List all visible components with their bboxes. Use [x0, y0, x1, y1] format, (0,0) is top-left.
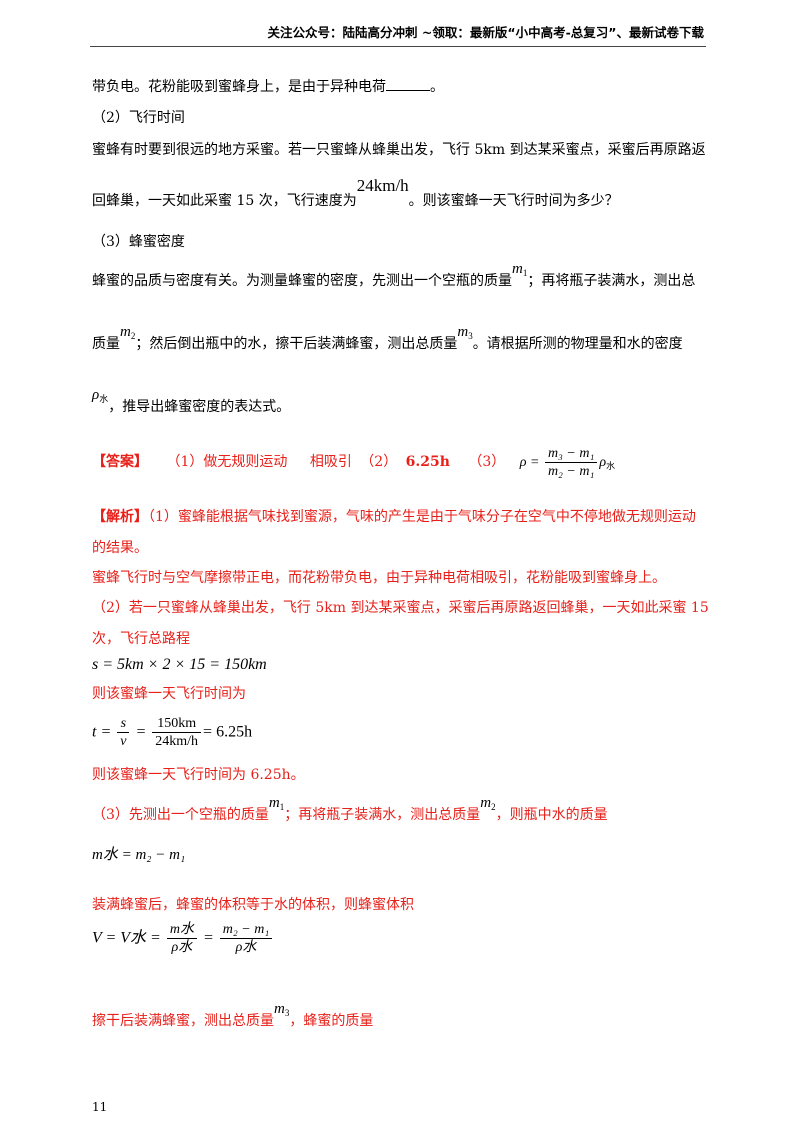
text: 。 — [430, 79, 444, 95]
symbol-m2: m2 — [480, 795, 496, 812]
symbol-m3: m3 — [274, 1001, 290, 1018]
equation-distance: s = 5km × 2 × 15 = 150km — [92, 656, 267, 673]
part3-line-2: 质量m2；然后倒出瓶中的水，擦干后装满蜂蜜，测出总质量m3。请根据所测的物理量和… — [92, 324, 683, 354]
answer-2: 相吸引 — [309, 454, 352, 471]
analysis-line-5: 次，飞行总路程 — [92, 631, 190, 647]
text: ；再将瓶子装满水，测出总质量 — [284, 807, 481, 823]
equation-water-mass: m水 = m₂ − m₁ — [92, 847, 186, 863]
part2-line-2: 回蜂巢，一天如此采蜜 15 次，飞行速度为24km/h。则该蜜蜂一天飞行时间为多… — [92, 176, 619, 210]
part2-line-1: 蜜蜂有时要到很远的地方采蜜。若一只蜜蜂从蜂巢出发，飞行 5km 到达某采蜜点，采… — [92, 142, 706, 158]
equation-volume: V = V水 = m水 ρ水 = m₂ − m₁ ρ水 — [92, 922, 274, 956]
text: 质量 — [92, 336, 120, 352]
analysis-line-2: 的结果。 — [92, 540, 148, 556]
part3-title: （3）蜂蜜密度 — [92, 234, 185, 250]
text: 。则该蜜蜂一天飞行时间为多少？ — [408, 193, 619, 209]
fraction-mass-diff-over-density: m₂ − m₁ ρ水 — [219, 922, 273, 956]
symbol-m1: m1 — [512, 261, 528, 278]
question-line-1: 带负电。花粉能吸到蜜蜂身上，是由于异种电荷 。 — [92, 78, 444, 96]
equation-time: t = s v = 150km 24km/h = 6.25h — [92, 716, 253, 750]
symbol-rho-water: ρ水 — [92, 387, 109, 404]
answer-3: （2） — [360, 454, 398, 471]
text: 擦干后装满蜂蜜，测出总质量 — [92, 1013, 274, 1029]
analysis-label: 【解析】 — [92, 509, 148, 525]
answer-4: 6.25h — [405, 454, 450, 471]
answer-formula: ρ = m₃ − m₁ m₂ − m₁ ρ水 — [519, 446, 616, 480]
part3-line-3: ρ水，推导出蜂蜜密度的表达式。 — [92, 387, 291, 417]
text: ；再将瓶子装满水，测出总 — [527, 273, 696, 289]
speed-value: 24km/h — [356, 176, 409, 195]
text: 蜂蜜的品质与密度有关。为测量蜂蜜的密度，先测出一个空瓶的质量 — [92, 273, 512, 289]
part3-line-1: 蜂蜜的品质与密度有关。为测量蜂蜜的密度，先测出一个空瓶的质量m1；再将瓶子装满水… — [92, 261, 696, 291]
fraction-distance-over-speed: 150km 24km/h — [152, 716, 202, 750]
header-text: 关注公众号：陆陆高分冲刺 ~领取：最新版“小中高考-总复习”、最新试卷下载 — [267, 25, 704, 40]
text: 带负电。花粉能吸到蜜蜂身上，是由于异种电荷 — [92, 79, 386, 95]
header-divider — [90, 46, 706, 47]
page-number: 11 — [92, 1100, 108, 1114]
analysis-line-6: 则该蜜蜂一天飞行时间为 — [92, 686, 246, 702]
text: （3）先测出一个空瓶的质量 — [92, 807, 269, 823]
analysis-line-4: （2）若一只蜜蜂从蜂巢出发，飞行 5km 到达某采蜜点，采蜜后再原路返回蜂巢，一… — [92, 600, 709, 616]
answer-5: （3） — [468, 454, 506, 471]
analysis-line-7: 则该蜜蜂一天飞行时间为 6.25h。 — [92, 767, 305, 783]
fraction-s-over-v: s v — [117, 716, 130, 750]
text: （1）蜜蜂能根据气味找到蜜源，气味的产生是由于气味分子在空气中不停地做无规则运动 — [148, 509, 696, 525]
analysis-line-3: 蜜蜂飞行时与空气摩擦带正电，而花粉带负电，由于异种电荷相吸引，花粉能吸到蜜蜂身上… — [92, 570, 666, 586]
text: 回蜂巢，一天如此采蜜 15 次，飞行速度为 — [92, 193, 357, 209]
text: 。请根据所测的物理量和水的密度 — [472, 336, 683, 352]
answer-line: 【答案】 （1）做无规则运动 相吸引 （2） 6.25h （3） ρ = m₃ … — [92, 446, 615, 480]
text: ，推导出蜂蜜密度的表达式。 — [108, 399, 291, 415]
text: ，蜂蜜的质量 — [289, 1013, 374, 1029]
fraction-mass-over-density: m水 ρ水 — [166, 922, 197, 956]
part2-title: （2）飞行时间 — [92, 110, 185, 126]
symbol-m1: m1 — [268, 795, 285, 812]
page-header: 关注公众号：陆陆高分冲刺 ~领取：最新版“小中高考-总复习”、最新试卷下载 — [0, 18, 800, 47]
analysis-line-9: 装满蜂蜜后，蜂蜜的体积等于水的体积，则蜂蜜体积 — [92, 897, 414, 913]
symbol-m2: m2 — [120, 324, 136, 341]
text: ；然后倒出瓶中的水，擦干后装满蜂蜜，测出总质量 — [135, 336, 458, 352]
answer-blank — [386, 78, 430, 91]
analysis-line-10: 擦干后装满蜂蜜，测出总质量m3，蜂蜜的质量 — [92, 1001, 374, 1031]
symbol-m3: m3 — [457, 324, 473, 341]
answer-1: （1）做无规则运动 — [166, 454, 288, 471]
analysis-line-1: 【解析】（1）蜜蜂能根据气味找到蜜源，气味的产生是由于气味分子在空气中不停地做无… — [92, 509, 696, 526]
density-fraction: m₃ − m₁ m₂ − m₁ — [544, 446, 598, 480]
answer-label: 【答案】 — [92, 454, 148, 471]
text: ，则瓶中水的质量 — [495, 807, 608, 823]
analysis-line-8: （3）先测出一个空瓶的质量m1；再将瓶子装满水，测出总质量m2，则瓶中水的质量 — [92, 795, 608, 825]
